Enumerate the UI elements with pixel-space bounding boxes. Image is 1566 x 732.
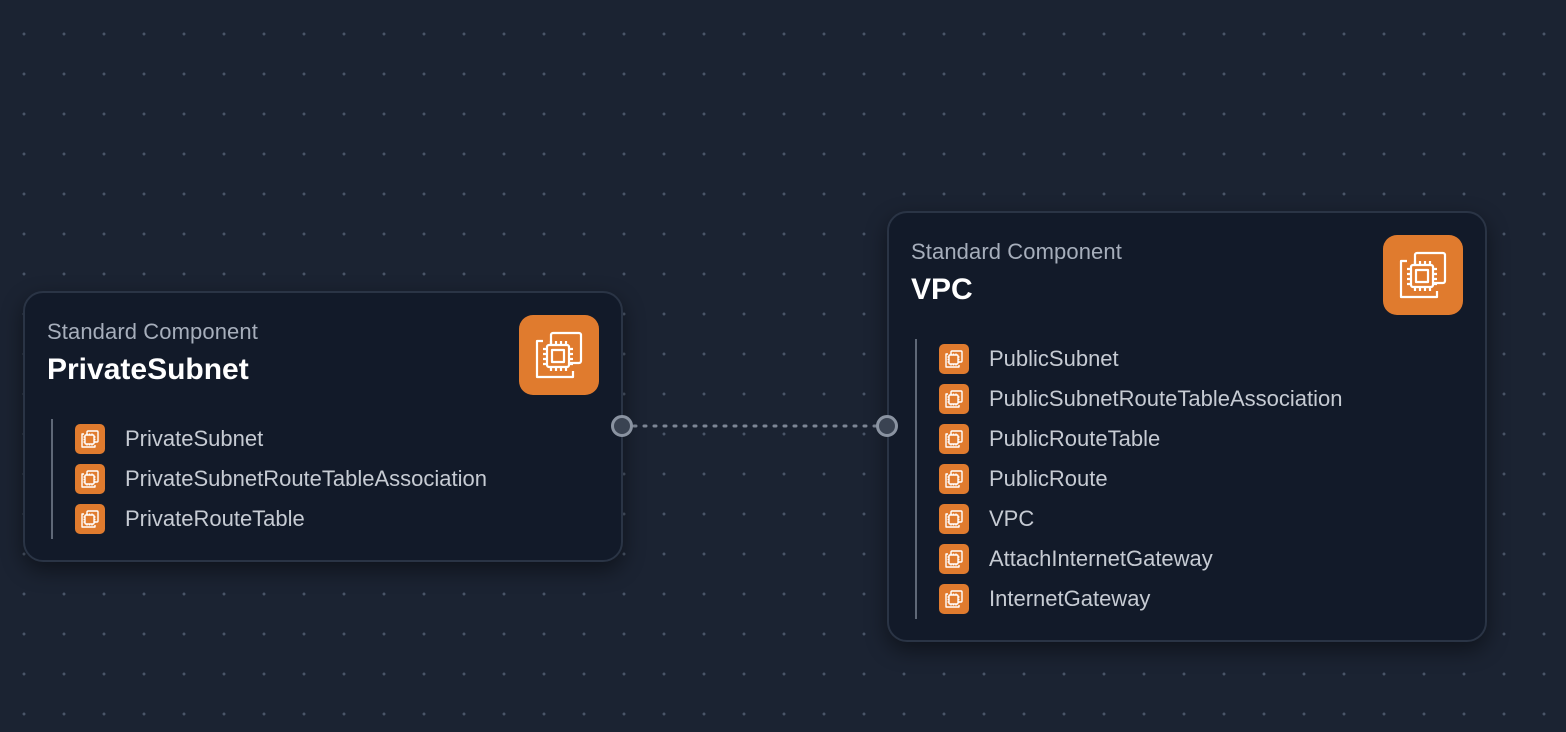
resource-item[interactable]: PublicSubnetRouteTableAssociation <box>939 379 1342 419</box>
node-title: PrivateSubnet <box>47 353 249 386</box>
resource-icon <box>939 584 969 614</box>
resource-item[interactable]: PublicRouteTable <box>939 419 1342 459</box>
input-handle[interactable] <box>876 415 898 437</box>
resource-label: PublicRouteTable <box>989 426 1161 451</box>
resource-label: PrivateRouteTable <box>125 506 305 531</box>
resource-item[interactable]: VPC <box>939 499 1342 539</box>
node-type-label: Standard Component <box>47 319 258 344</box>
resource-icon <box>75 424 105 454</box>
cpu-chip-icon <box>1383 235 1463 315</box>
resource-icon <box>939 464 969 494</box>
resource-icon <box>939 424 969 454</box>
resource-item[interactable]: PublicRoute <box>939 459 1342 499</box>
resource-item[interactable]: PublicSubnet <box>939 339 1342 379</box>
resource-icon <box>939 504 969 534</box>
resource-label: PublicRoute <box>989 466 1108 491</box>
resource-label: PrivateSubnetRouteTableAssociation <box>125 466 488 491</box>
resource-label: AttachInternetGateway <box>989 546 1213 571</box>
resource-icon <box>939 544 969 574</box>
resource-label: InternetGateway <box>989 586 1151 611</box>
resource-icon <box>939 344 969 374</box>
resource-item[interactable]: PrivateSubnet <box>75 419 487 459</box>
resource-icon <box>939 384 969 414</box>
resource-label: PrivateSubnet <box>125 426 264 451</box>
node-private-subnet[interactable]: Standard Component PrivateSubnet Private… <box>23 291 623 562</box>
resource-item[interactable]: PrivateSubnetRouteTableAssociation <box>75 459 487 499</box>
resource-label: PublicSubnet <box>989 346 1119 371</box>
cpu-chip-icon <box>519 315 599 395</box>
resource-item[interactable]: PrivateRouteTable <box>75 499 487 539</box>
node-type-label: Standard Component <box>911 239 1122 264</box>
resource-icon <box>75 504 105 534</box>
resource-label: VPC <box>989 506 1035 531</box>
node-title: VPC <box>911 273 973 306</box>
resource-label: PublicSubnetRouteTableAssociation <box>989 386 1343 411</box>
output-handle[interactable] <box>611 415 633 437</box>
resource-item[interactable]: InternetGateway <box>939 579 1342 619</box>
resource-icon <box>75 464 105 494</box>
resource-item[interactable]: AttachInternetGateway <box>939 539 1342 579</box>
